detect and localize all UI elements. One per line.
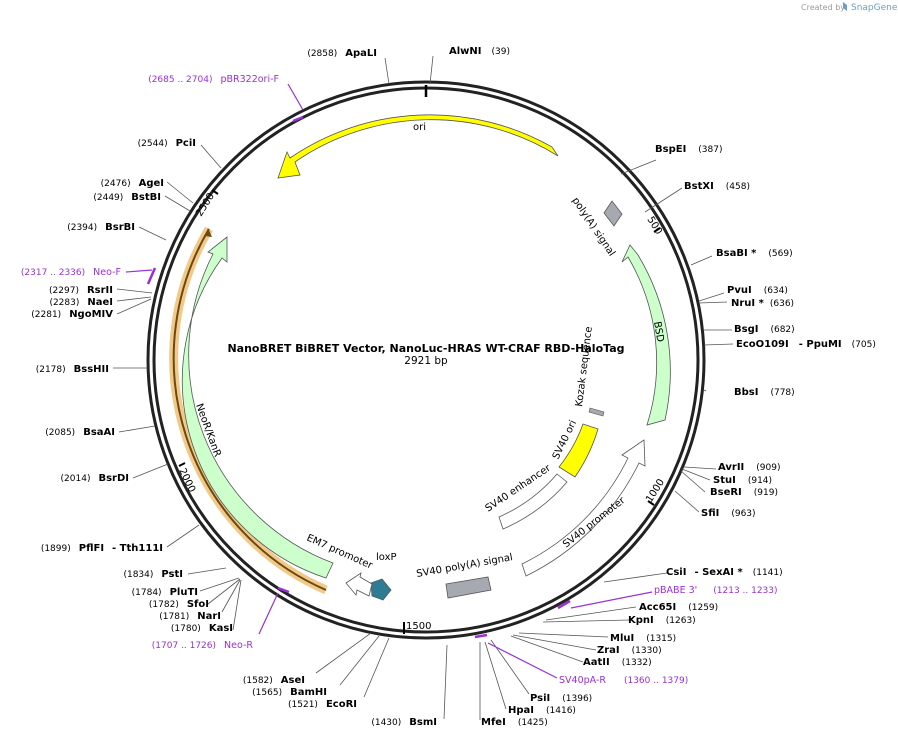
- site-apali[interactable]: (2858)ApaLI: [307, 48, 377, 59]
- ori-feature[interactable]: [277, 114, 559, 179]
- site-bsshii[interactable]: (2178)BssHII: [36, 364, 109, 375]
- site-hpai[interactable]: HpaI(1416): [508, 705, 576, 716]
- site-zrai[interactable]: ZraI(1330): [597, 645, 662, 656]
- site-naei[interactable]: (2283)NaeI: [49, 297, 113, 308]
- primer-markers: [125, 83, 653, 679]
- site-bstxi[interactable]: BstXI(458): [684, 181, 750, 192]
- neor-kanr-feature[interactable]: [181, 236, 334, 579]
- loxp-feature[interactable]: [370, 578, 392, 601]
- site-bspei[interactable]: BspEI(387): [655, 144, 723, 155]
- position-ticks: [178, 189, 661, 634]
- plasmid-length: 2921 bp: [404, 355, 448, 367]
- snapgene-logo-icon: [843, 2, 847, 11]
- tick-2500: 2500: [194, 191, 217, 218]
- site-sfii[interactable]: SfiI(963): [701, 508, 756, 519]
- site-rsrii[interactable]: (2297)RsrII: [49, 285, 113, 296]
- site-csii[interactable]: CsiI- SexAI *(1141): [666, 567, 783, 578]
- site-bsabi[interactable]: BsaBI *(569): [716, 248, 793, 259]
- site-bsaai[interactable]: (2085)BsaAI: [45, 427, 115, 438]
- site-psti[interactable]: (1834)PstI: [123, 569, 183, 580]
- site-pflfi[interactable]: (1899)PflFI- Tth111I: [41, 543, 163, 554]
- site-bbsi[interactable]: BbsI(778): [734, 387, 795, 398]
- feature-label-loxp: loxP: [376, 552, 397, 563]
- sv40-enhancer-feature[interactable]: [498, 473, 568, 530]
- plasmid-title: NanoBRET BiBRET Vector, NanoLuc-HRAS WT-…: [227, 342, 624, 355]
- sv40-ori-feature[interactable]: [558, 423, 599, 478]
- primer-pbabe3[interactable]: pBABE 3'(1213 .. 1233): [654, 585, 778, 596]
- feature-label-sv40-promoter: SV40 promoter: [561, 495, 628, 551]
- site-kasi[interactable]: (1780)KasI: [171, 623, 233, 634]
- sv40-promoter-feature[interactable]: [521, 439, 646, 577]
- credit-created-by: Created by: [801, 3, 845, 12]
- site-stui[interactable]: StuI(914): [713, 475, 772, 486]
- feature-label-kozak: Kozak sequence: [574, 326, 595, 407]
- sv40-polya-feature[interactable]: [445, 576, 492, 599]
- site-pluti[interactable]: (1784)PluTI: [132, 587, 198, 598]
- primer-neo-r[interactable]: (1707 .. 1726)Neo-R: [152, 640, 254, 651]
- site-ngomiv[interactable]: (2281)NgoMIV: [31, 309, 113, 320]
- site-alwni[interactable]: AlwNI(39): [449, 46, 510, 57]
- feature-label-bsd: BSD: [651, 321, 665, 344]
- site-bsrbi[interactable]: (2394)BsrBI: [67, 222, 135, 233]
- site-psii[interactable]: PsiI(1396): [530, 693, 592, 704]
- site-bsmi[interactable]: (1430)BsmI: [371, 717, 437, 728]
- site-avrii[interactable]: AvrII(909): [718, 462, 780, 473]
- site-aatii[interactable]: AatII(1332): [583, 657, 652, 668]
- site-mlui[interactable]: MluI(1315): [610, 633, 676, 644]
- site-agei[interactable]: (2476)AgeI: [101, 178, 164, 189]
- site-acc65i[interactable]: Acc65I(1259): [639, 602, 718, 613]
- primer-sv40pa-r[interactable]: SV40pA-R(1360 .. 1379): [559, 675, 688, 686]
- site-nrui[interactable]: NruI *(636): [731, 298, 794, 309]
- bsd-feature[interactable]: [621, 244, 671, 426]
- site-bsrdi[interactable]: (2014)BsrDI: [61, 473, 129, 484]
- site-pcii[interactable]: (2544)PciI: [138, 138, 196, 149]
- site-nari[interactable]: (1781)NarI: [159, 611, 221, 622]
- primer-pbr322ori-f[interactable]: (2685 .. 2704)pBR322ori-F: [148, 74, 279, 85]
- feature-label-ori: ori: [413, 122, 426, 133]
- site-kpni[interactable]: KpnI(1263): [628, 615, 696, 626]
- site-bamhi[interactable]: (1565)BamHI: [252, 687, 327, 698]
- kozak-feature[interactable]: [588, 407, 605, 417]
- feature-label-sv40-polya: SV40 poly(A) signal: [416, 552, 514, 580]
- site-asei[interactable]: (1582)AseI: [243, 675, 305, 686]
- site-bsgi[interactable]: BsgI(682): [734, 324, 795, 335]
- site-bseri[interactable]: BseRI(919): [710, 487, 778, 498]
- tick-500: 500: [644, 215, 663, 237]
- credit-brand: SnapGene: [851, 3, 898, 13]
- site-eco0109i[interactable]: EcoO109I- PpuMI(705): [736, 339, 876, 350]
- site-bstbi[interactable]: (2449)BstBI: [93, 192, 161, 203]
- em7-promoter-feature[interactable]: [345, 572, 373, 597]
- primer-neo-f[interactable]: (2317 .. 2336)Neo-F: [21, 267, 121, 278]
- site-pvui[interactable]: PvuI(634): [727, 285, 788, 296]
- site-sfoi[interactable]: (1782)SfoI: [149, 599, 209, 610]
- polya-signal-feature[interactable]: [603, 200, 623, 227]
- site-ecori[interactable]: (1521)EcoRI: [288, 699, 357, 710]
- tick-1500: 1500: [406, 621, 431, 632]
- site-connector-lines: [113, 55, 734, 720]
- site-mfei[interactable]: MfeI(1425): [481, 717, 548, 728]
